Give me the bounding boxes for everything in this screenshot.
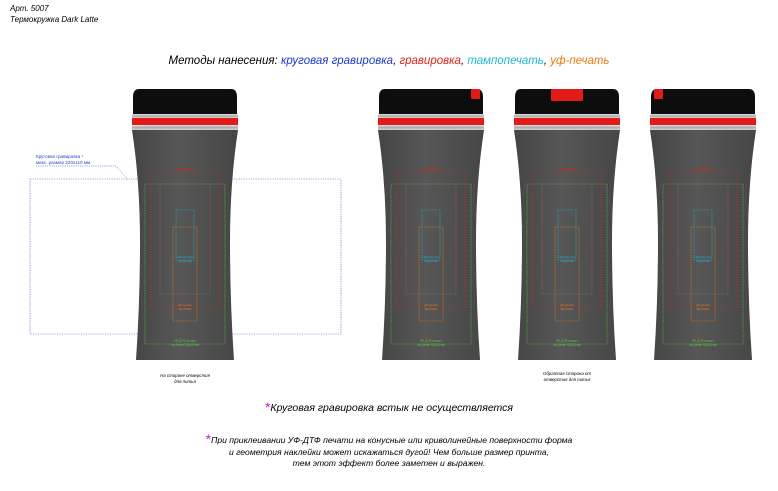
article-info: Арт. 5007 Термокружка Dark Latte bbox=[10, 3, 98, 25]
callout-line2: макс. размер 220х110 мм bbox=[36, 159, 91, 165]
zone-label-uv-print-1: уф-печать bbox=[178, 303, 193, 307]
front-side-note: На стороне отверстия для питья bbox=[145, 373, 225, 384]
methods-prefix: Методы нанесения: bbox=[168, 55, 281, 67]
zone-label-uv-print-1: уф-печать bbox=[424, 303, 439, 307]
zone-label-uv-print-1: уф-печать bbox=[560, 303, 575, 307]
callout-line1: Круговая гравировка bbox=[36, 154, 81, 159]
note-uv-dtf: *При приклеивании УФ-ДТФ печати на конус… bbox=[120, 431, 658, 470]
front-note-line1: На стороне отверстия bbox=[160, 373, 210, 378]
zone-label-engraving: гравировка bbox=[694, 167, 712, 171]
back-side-note: Обратная сторона от отверстия для питья bbox=[527, 371, 607, 382]
zone-label-engraving: гравировка bbox=[422, 167, 440, 171]
zone-label-pad-print-1: тампопечать bbox=[694, 255, 712, 259]
mug-back bbox=[513, 88, 621, 361]
zone-label-uv-dtf-2: на банке 50х55 мм bbox=[417, 343, 445, 347]
product-name: Термокружка Dark Latte bbox=[10, 15, 99, 24]
back-note-line1: Обратная сторона от bbox=[542, 371, 592, 376]
note2-line1: При приклеивании УФ-ДТФ печати на конусн… bbox=[211, 435, 573, 445]
callout-star: * bbox=[81, 154, 84, 159]
zone-label-uv-print-2: 20х70мм bbox=[179, 307, 191, 311]
callout-leader bbox=[36, 165, 129, 181]
note-star: * bbox=[264, 399, 271, 415]
zone-label-pad-print-2: 15х50 мм bbox=[560, 259, 573, 263]
zone-label-uv-dtf-2: на банке 50х55 мм bbox=[171, 343, 199, 347]
note2-line2: и геометрия наклейки может искажаться ду… bbox=[228, 446, 550, 457]
method-separator: , bbox=[543, 55, 551, 67]
mug-side-right bbox=[377, 88, 485, 361]
zone-label-pad-print-1: тампопечать bbox=[558, 255, 576, 259]
note-circular-engraving: *Круговая гравировка встык не осуществля… bbox=[0, 399, 778, 415]
mug-lid-slider bbox=[551, 89, 583, 101]
zone-label-pad-print-2: 15х50 мм bbox=[424, 259, 437, 263]
zone-label-uv-dtf-2: на банке 50х55 мм bbox=[689, 343, 717, 347]
circular-wrap-zone bbox=[29, 178, 342, 335]
zone-label-engraving: гравировка bbox=[176, 167, 194, 171]
back-note-line2: отверстия для питья bbox=[543, 376, 591, 382]
zone-label-uv-print-1: уф-печать bbox=[696, 303, 711, 307]
article-number: Арт. 5007 bbox=[10, 4, 49, 13]
zone-label-pad-print-1: тампопечать bbox=[422, 255, 440, 259]
mug-lid-slider bbox=[471, 89, 480, 99]
mug-front bbox=[131, 88, 239, 361]
zone-label-pad-print-2: 15х50 мм bbox=[696, 259, 709, 263]
zone-label-engraving: гравировка bbox=[558, 167, 576, 171]
note2-line3: тем этот эффект более заметен и выражен. bbox=[292, 458, 486, 468]
zone-label-uv-dtf-2: на банке 50х55 мм bbox=[553, 343, 581, 347]
method-separator: , bbox=[393, 55, 400, 67]
zone-label-uv-dtf-1: УФ-ДТФ печать bbox=[174, 339, 197, 343]
note1-text: Круговая гравировка встык не осуществляе… bbox=[270, 402, 514, 414]
zone-label-pad-print-1: тампопечать bbox=[176, 255, 194, 259]
zone-label-uv-print-2: 20х70мм bbox=[697, 307, 709, 311]
zone-label-uv-print-2: 20х70мм bbox=[561, 307, 573, 311]
front-note-line2: для питья bbox=[174, 378, 196, 384]
circular-engraving-callout: Круговая гравировка * макс. размер 220х1… bbox=[36, 154, 116, 165]
method-uv-print: уф-печать bbox=[550, 55, 610, 67]
method-circular-engraving: круговая гравировка bbox=[280, 55, 394, 67]
zone-label-uv-dtf-1: УФ-ДТФ печать bbox=[556, 339, 579, 343]
method-pad-print: тампопечать bbox=[467, 55, 544, 67]
methods-heading: Методы нанесения: круговая гравировка, г… bbox=[0, 55, 778, 67]
zone-label-uv-dtf-1: УФ-ДТФ печать bbox=[692, 339, 715, 343]
zone-label-pad-print-2: 15х50 мм bbox=[178, 259, 191, 263]
note-star: * bbox=[205, 431, 212, 447]
mug-side-left bbox=[649, 88, 757, 361]
method-separator: , bbox=[460, 55, 468, 67]
mug-lid-slider bbox=[654, 89, 663, 99]
zone-label-uv-dtf-1: УФ-ДТФ печать bbox=[420, 339, 443, 343]
method-engraving: гравировка bbox=[399, 55, 461, 67]
zone-label-uv-print-2: 20х70мм bbox=[425, 307, 437, 311]
